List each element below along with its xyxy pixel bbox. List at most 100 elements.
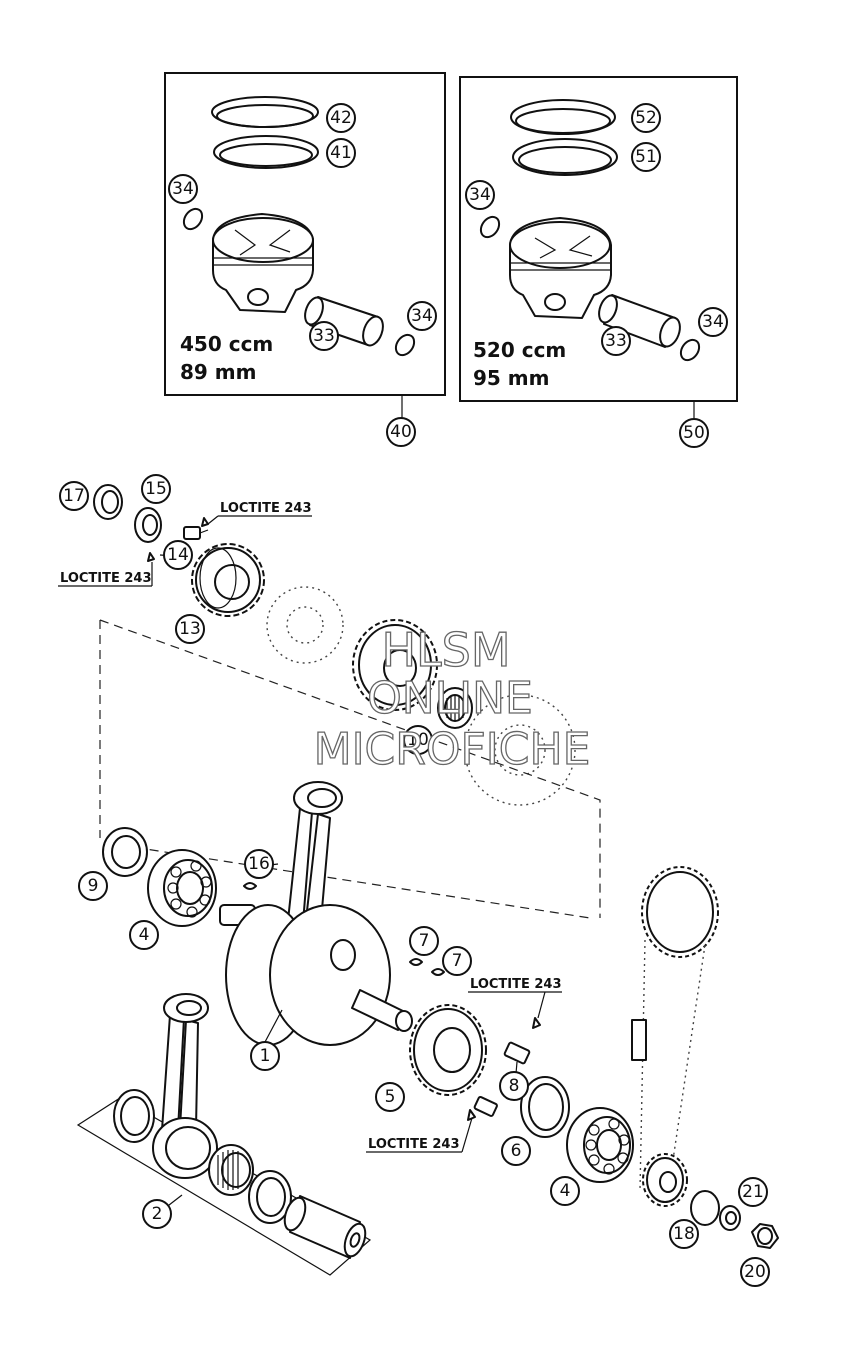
main-bearing-4-right (566, 1107, 634, 1183)
piston-pin-33-left (304, 296, 384, 347)
callout-16: 16 (244, 849, 274, 879)
svg-text:7: 7 (419, 931, 430, 951)
needle-cage (208, 1144, 254, 1196)
callout-34-b: 34 (407, 301, 437, 331)
callout-8: 8 (499, 1071, 529, 1101)
callout-4-b: 4 (550, 1176, 580, 1206)
watermark: HLSM ONLINE MICROFICHE (313, 622, 591, 775)
callout-4-a: 4 (129, 920, 159, 950)
svg-text:21: 21 (742, 1182, 764, 1202)
callout-51: 51 (631, 142, 661, 172)
svg-text:15: 15 (145, 479, 167, 499)
piston-kit-520: 520 ccm 95 mm (459, 76, 738, 418)
svg-text:41: 41 (330, 143, 352, 163)
nut-20 (751, 1223, 779, 1249)
callout-17: 17 (59, 481, 89, 511)
woodruff-key-16 (243, 882, 257, 890)
main-bearing-4-left (147, 849, 217, 927)
svg-text:2: 2 (152, 1204, 163, 1224)
svg-text:18: 18 (673, 1224, 695, 1244)
callout-7-a: 7 (409, 926, 439, 956)
svg-text:33: 33 (605, 331, 627, 351)
callout-15: 15 (141, 474, 171, 504)
primary-gear-5 (409, 1004, 487, 1096)
needle-bearing-10 (437, 687, 473, 729)
svg-text:34: 34 (469, 185, 491, 205)
bearing-15 (134, 507, 162, 543)
svg-text:34: 34 (702, 312, 724, 332)
callout-9: 9 (78, 871, 108, 901)
piston-ring-52 (510, 99, 616, 135)
timing-sprocket (642, 1153, 688, 1207)
svg-text:LOCTITE 243: LOCTITE 243 (470, 977, 562, 992)
callout-2: 2 (142, 1199, 172, 1229)
piston-pin-33-right (598, 294, 681, 348)
circlip-34-left-b (479, 215, 501, 239)
balancer-gear-13 (191, 543, 265, 617)
callout-21: 21 (738, 1177, 768, 1207)
kit-520-bore: 95 mm (473, 366, 549, 390)
loctite-label-bottom: LOCTITE 243 (366, 1117, 473, 1153)
loctite-label-top: LOCTITE 243 (207, 501, 312, 525)
svg-text:42: 42 (330, 108, 352, 128)
piston-ring-51 (512, 138, 618, 176)
ghost-gear-right (464, 694, 576, 806)
svg-text:LOCTITE 243: LOCTITE 243 (220, 501, 312, 516)
ghost-gear-left (266, 586, 344, 664)
kit-450-bore: 89 mm (180, 360, 256, 384)
svg-text:34: 34 (411, 306, 433, 326)
svg-text:33: 33 (313, 326, 335, 346)
svg-text:51: 51 (635, 147, 657, 167)
circlip-34-left (182, 207, 204, 231)
piston-ring-42 (211, 96, 319, 128)
crankshaft-1 (219, 904, 413, 1046)
callout-1: 1 (250, 1041, 280, 1071)
svg-text:7: 7 (452, 951, 463, 971)
svg-text:MICROFICHE: MICROFICHE (314, 724, 591, 775)
key-7-a (409, 958, 423, 966)
camshaft-sprocket (631, 866, 719, 1191)
circlip-34-right (394, 333, 416, 357)
svg-text:LOCTITE 243: LOCTITE 243 (368, 1137, 460, 1152)
svg-text:10: 10 (407, 730, 429, 750)
piston-450 (212, 213, 314, 313)
callout-42: 42 (326, 103, 356, 133)
callout-50: 50 (679, 418, 709, 448)
circlip-34-right-b (679, 338, 701, 362)
callout-41: 41 (326, 138, 356, 168)
callout-7-b: 7 (442, 946, 472, 976)
piston-520 (509, 217, 612, 319)
key-7-b (431, 968, 445, 976)
svg-text:ONLINE: ONLINE (367, 673, 533, 724)
svg-text:HLSM: HLSM (381, 623, 510, 677)
svg-text:52: 52 (635, 108, 657, 128)
piston-kit-450: 450 ccm 89 mm (164, 72, 446, 418)
svg-text:14: 14 (167, 545, 189, 565)
crank-pin (283, 1195, 367, 1259)
svg-text:16: 16 (248, 854, 270, 874)
svg-text:LOCTITE 243: LOCTITE 243 (60, 571, 152, 586)
kit-450-displacement: 450 ccm (180, 332, 273, 356)
callout-34-d: 34 (698, 307, 728, 337)
loctite-label-middle: LOCTITE 243 (468, 977, 562, 1019)
svg-text:4: 4 (139, 925, 150, 945)
callout-13: 13 (175, 614, 205, 644)
callout-20: 20 (740, 1257, 770, 1287)
callout-6: 6 (501, 1136, 531, 1166)
callout-33-b: 33 (601, 326, 631, 356)
callout-5: 5 (375, 1082, 405, 1112)
svg-text:5: 5 (385, 1087, 396, 1107)
connecting-rod-kit-2 (76, 993, 372, 1276)
svg-text:6: 6 (511, 1141, 522, 1161)
screw-14 (147, 517, 209, 562)
svg-text:8: 8 (509, 1076, 520, 1096)
screw-8 (503, 1017, 541, 1065)
callout-52: 52 (631, 103, 661, 133)
screw-lower (467, 1095, 498, 1121)
spacer-18 (690, 1190, 720, 1226)
washer-21 (719, 1205, 741, 1231)
callout-34-c: 34 (465, 180, 495, 210)
seal-17 (93, 484, 123, 520)
seal-9 (102, 827, 148, 877)
